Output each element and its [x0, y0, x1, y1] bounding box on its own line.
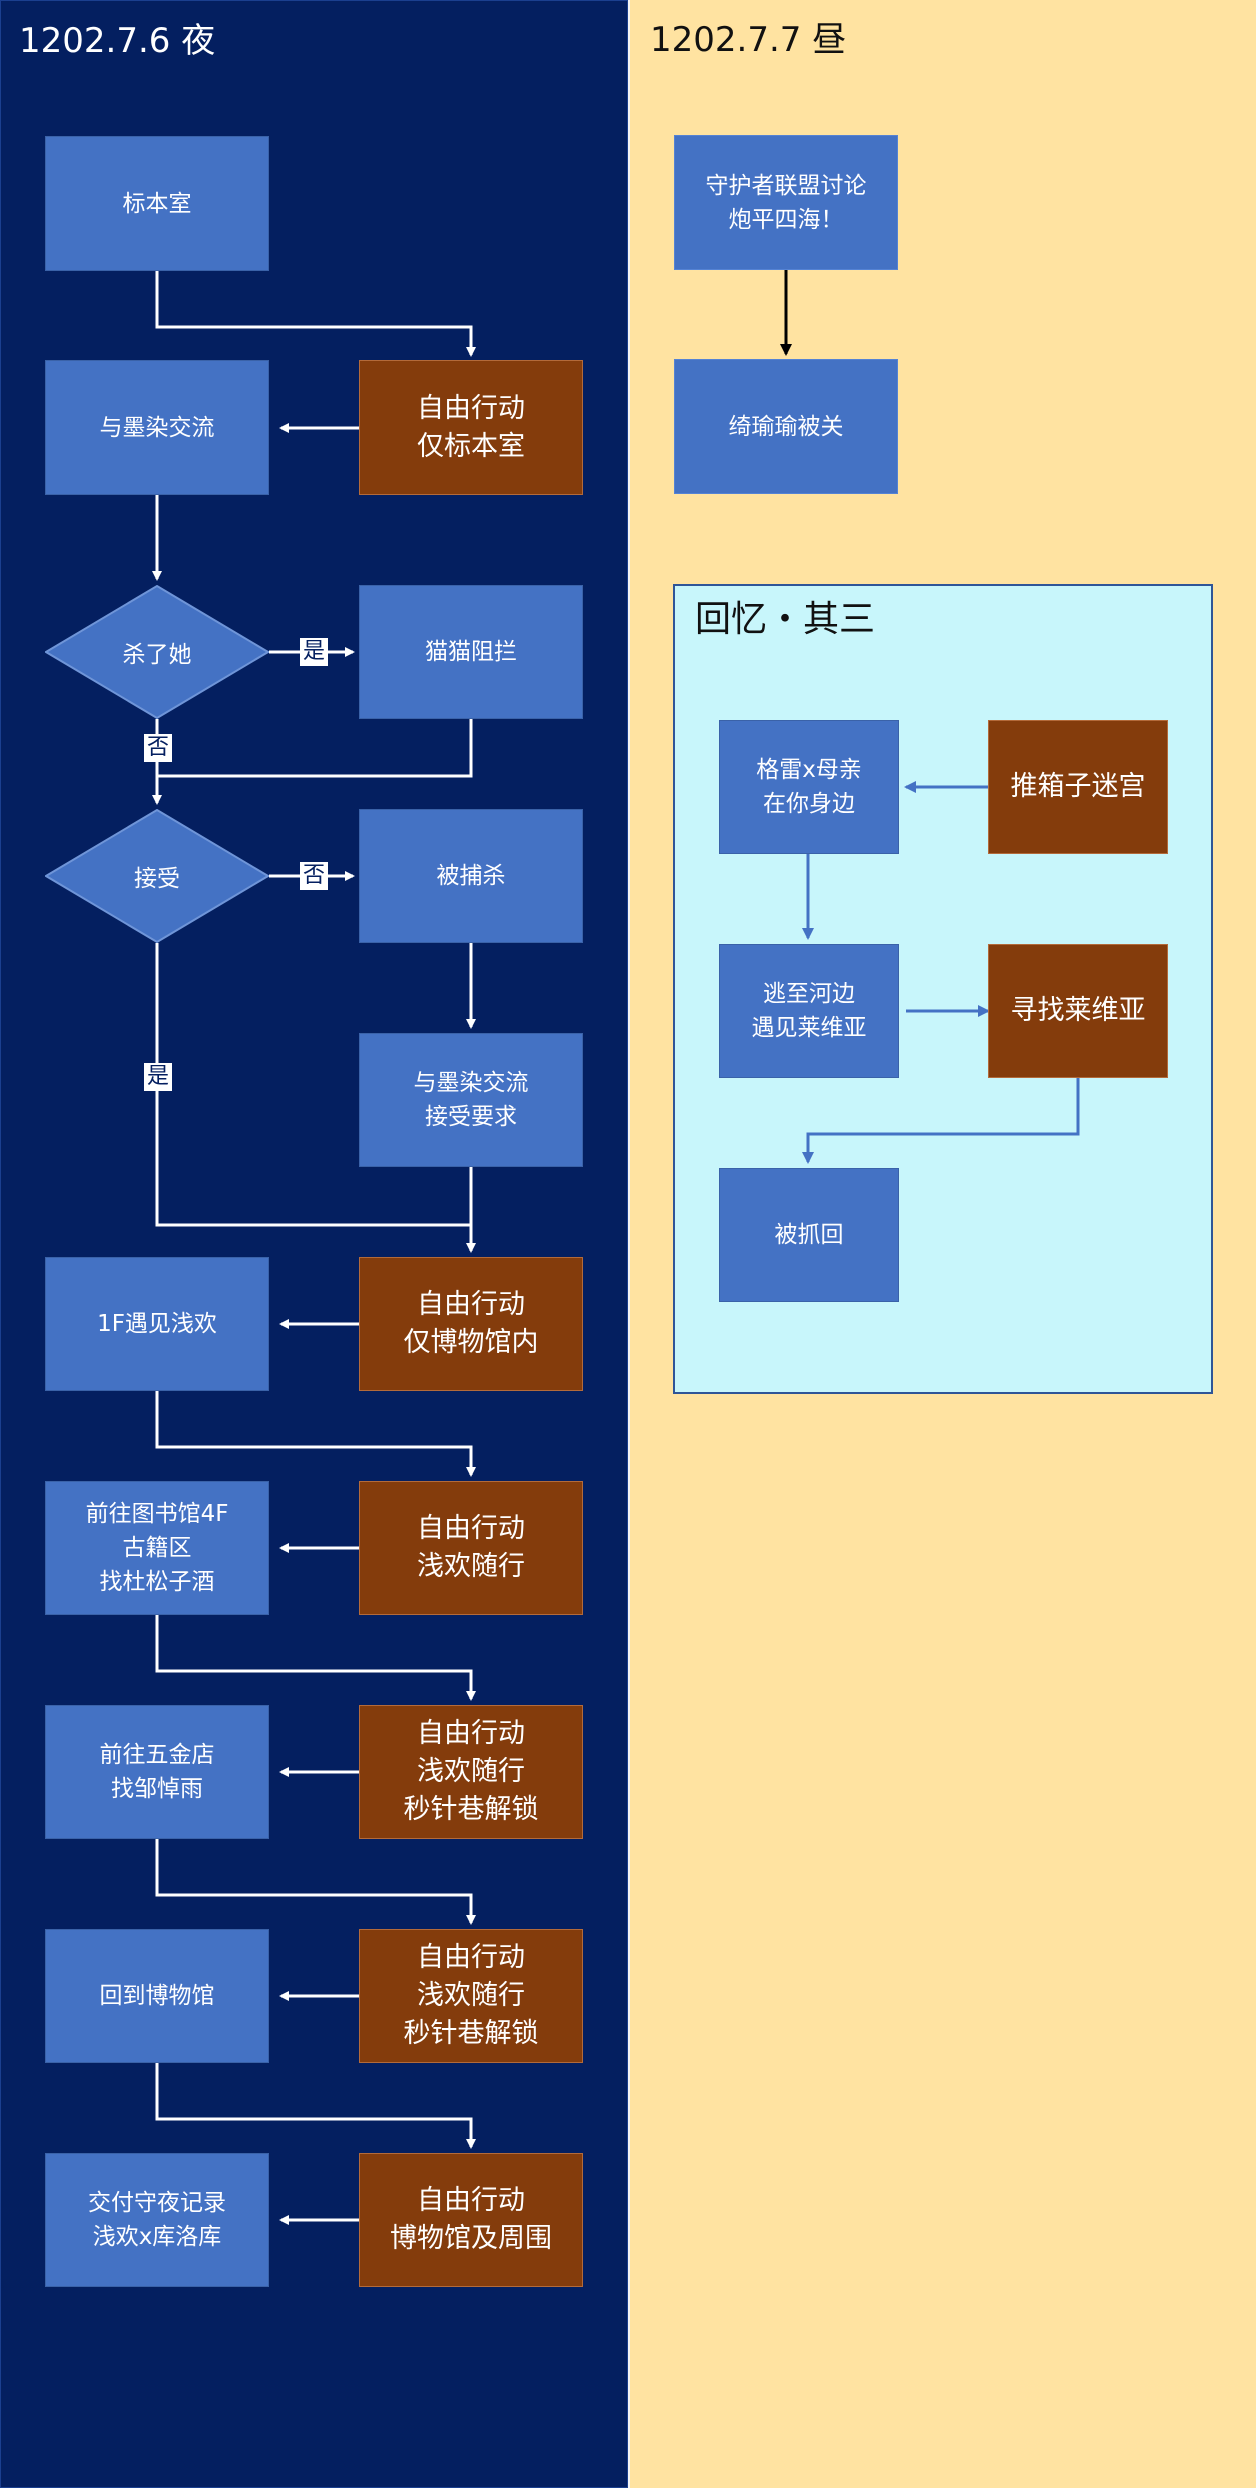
edge-find-to-caught — [802, 1078, 1080, 1164]
memory-title: 回忆・其三 — [695, 599, 876, 640]
node-deliver-record: 交付守夜记录 浅欢x库洛库 — [45, 2153, 269, 2287]
label-accept-yes: 是 — [144, 1063, 173, 1091]
node-free-unlock-1: 自由行动 浅欢随行 秒针巷解锁 — [359, 1705, 583, 1839]
edge-meet-to-free-follow — [155, 1391, 476, 1477]
node-back-museum: 回到博物馆 — [45, 1929, 269, 2063]
memory-group: 回忆・其三 格雷x母亲 在你身边 推箱子迷宫 逃至河边 遇见莱维亚 寻找莱维亚 … — [673, 584, 1213, 1394]
decision-accept-label: 接受 — [134, 866, 180, 892]
edge-accept-yes — [155, 943, 471, 1227]
node-talk-moran-accept: 与墨染交流 接受要求 — [359, 1033, 583, 1167]
node-library-4f: 前往图书馆4F 古籍区 找杜松子酒 — [45, 1481, 269, 1615]
node-gray-mother: 格雷x母亲 在你身边 — [719, 720, 899, 854]
edge-specimen-to-free — [155, 271, 476, 357]
label-kill-no: 否 — [144, 734, 173, 762]
node-push-box: 推箱子迷宫 — [988, 720, 1168, 854]
node-qiyu-locked: 绮瑜瑜被关 — [674, 359, 898, 494]
edge-library-to-free-unlock — [155, 1615, 476, 1701]
node-free-follow-1: 自由行动 浅欢随行 — [359, 1481, 583, 1615]
node-guardian-discuss: 守护者联盟讨论 炮平四海！ — [674, 135, 898, 270]
night-lane: 1202.7.6 夜 — [0, 0, 628, 2488]
day-connectors — [780, 270, 792, 356]
edge-cat-merge — [157, 719, 473, 778]
node-find-levia: 寻找莱维亚 — [988, 944, 1168, 1078]
decision-kill-her: 杀了她 — [45, 585, 269, 719]
night-connectors — [152, 271, 476, 2225]
node-free-surroundings: 自由行动 博物馆及周围 — [359, 2153, 583, 2287]
node-hardware-store: 前往五金店 找邹悼雨 — [45, 1705, 269, 1839]
memory-connectors — [802, 781, 1080, 1164]
node-escape-river: 逃至河边 遇见莱维亚 — [719, 944, 899, 1078]
edge-hardware-to-free-unlock2 — [155, 1839, 476, 1925]
decision-accept: 接受 — [45, 809, 269, 943]
node-free-unlock-2: 自由行动 浅欢随行 秒针巷解锁 — [359, 1929, 583, 2063]
day-lane-title: 1202.7.7 昼 — [650, 20, 847, 60]
edge-back-to-free-surroundings — [155, 2063, 476, 2149]
node-free-specimen: 自由行动 仅标本室 — [359, 360, 583, 495]
node-free-museum: 自由行动 仅博物馆内 — [359, 1257, 583, 1391]
node-caught-back: 被抓回 — [719, 1168, 899, 1302]
node-cat-blocks: 猫猫阻拦 — [359, 585, 583, 719]
node-captured-killed: 被捕杀 — [359, 809, 583, 943]
node-talk-moran: 与墨染交流 — [45, 360, 269, 495]
label-accept-no: 否 — [300, 862, 329, 890]
label-kill-yes: 是 — [300, 638, 329, 666]
decision-kill-her-label: 杀了她 — [122, 642, 192, 668]
node-specimen-room: 标本室 — [45, 136, 269, 271]
night-lane-title: 1202.7.6 夜 — [19, 21, 216, 61]
node-meet-1f: 1F遇见浅欢 — [45, 1257, 269, 1391]
